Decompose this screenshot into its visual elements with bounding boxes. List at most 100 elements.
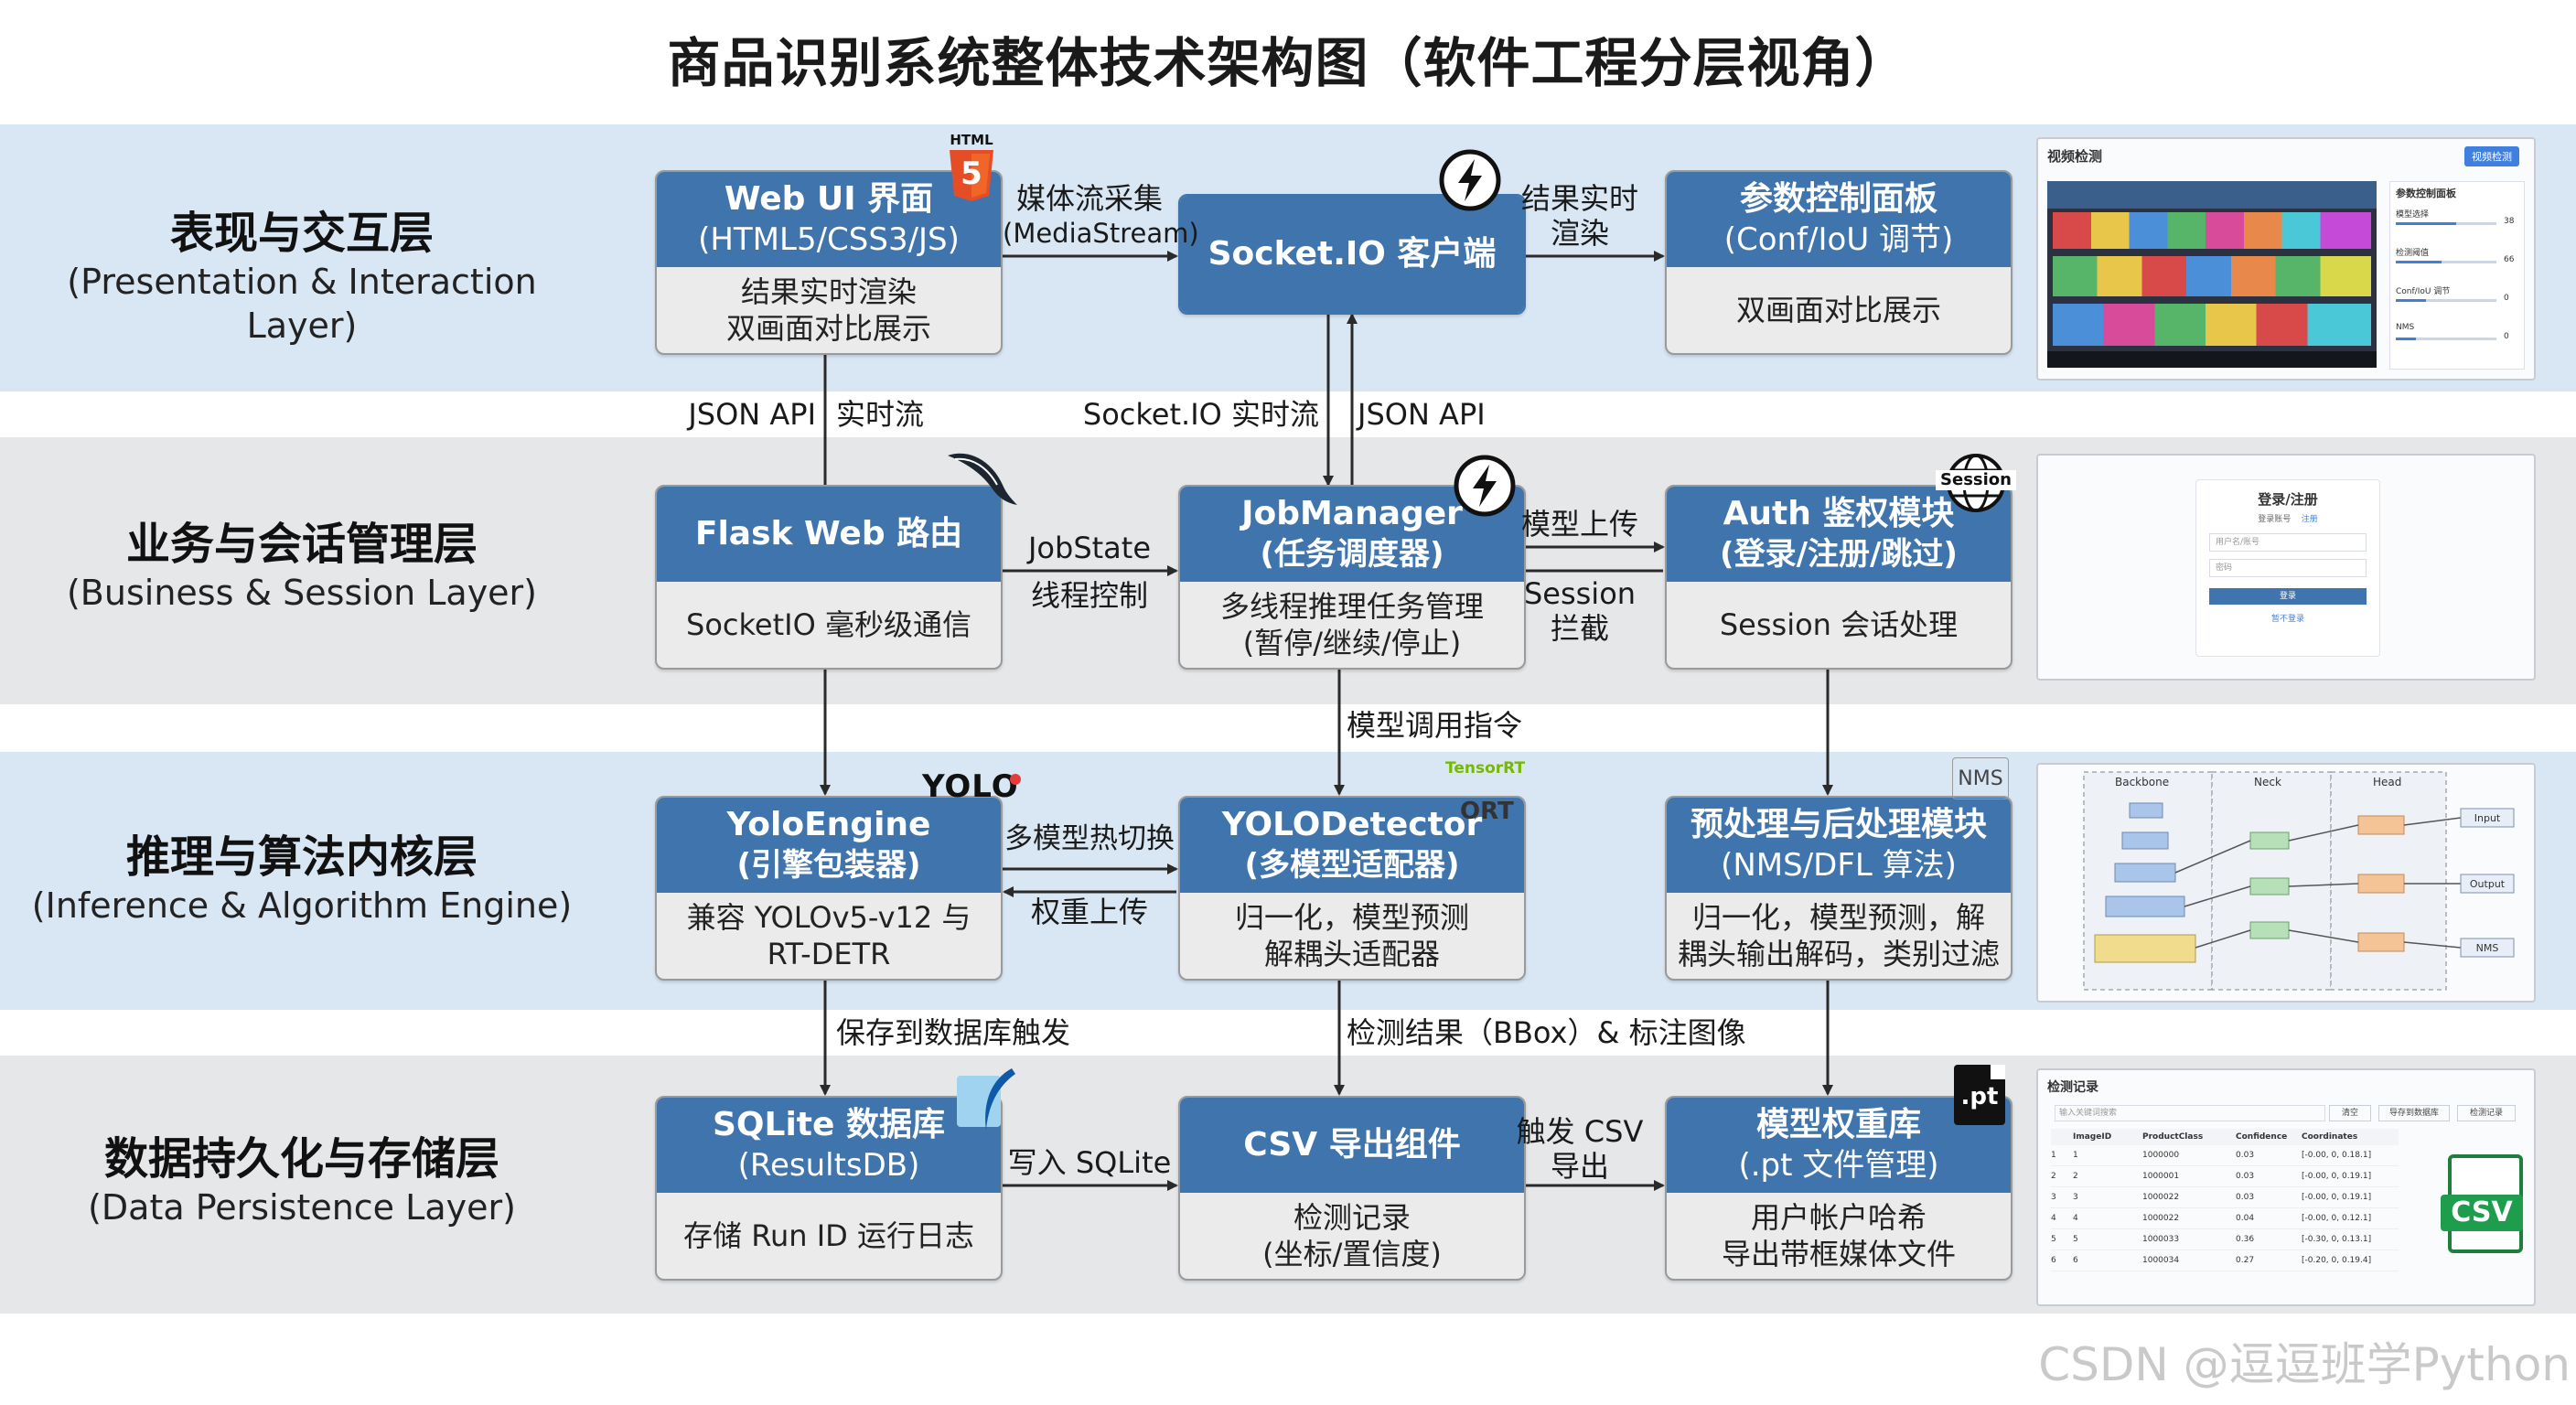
video-detect-button[interactable]: 视频检测	[2464, 146, 2519, 166]
block-blue	[2121, 831, 2169, 850]
tensorrt-logo: TensorRT	[1445, 759, 1526, 778]
box-body-line: 结果实时渲染	[740, 274, 917, 309]
table-cell: [-0.00, 0, 0.19.1]	[2302, 1172, 2372, 1181]
edge-label-line: 导出	[1550, 1149, 1609, 1184]
table-cell: 0.27	[2236, 1256, 2255, 1265]
edge-label-model-call: 模型调用指令	[1347, 708, 1523, 743]
ort-logo: ORT	[1460, 798, 1514, 825]
box-title: SQLite 数据库	[713, 1106, 945, 1143]
param-value: 38	[2504, 217, 2515, 226]
table-cell: 0.36	[2236, 1235, 2255, 1244]
edge-label-render: 结果实时 渲染	[1497, 181, 1663, 251]
html5-icon-label: HTML	[950, 132, 993, 148]
records-save-db-button[interactable]: 导存到数据库	[2378, 1105, 2450, 1121]
block-blue	[2114, 863, 2176, 883]
video-controls[interactable]	[2047, 351, 2377, 368]
box-subtitle: (HTML5/CSS3/JS)	[698, 221, 960, 258]
table-cell: 2	[2051, 1172, 2056, 1181]
login-tabs: 登录账号 注册	[2196, 512, 2379, 524]
box-sqlite: SQLite 数据库 (ResultsDB) 存储 Run ID 运行日志	[655, 1096, 1003, 1281]
layer-label-persistence: 数据持久化与存储层 (Data Persistence Layer)	[18, 1132, 585, 1229]
edge-label-line: Session	[1523, 576, 1637, 611]
nms-icon-label: NMS	[1958, 767, 2003, 790]
table-cell: 0.03	[2236, 1151, 2255, 1160]
param-slider[interactable]	[2396, 299, 2496, 302]
box-title: YOLODetector	[1221, 806, 1483, 843]
diagram-title: 商品识别系统整体技术架构图（软件工程分层视角）	[667, 32, 1909, 94]
layer-name-zh: 业务与会话管理层	[125, 519, 478, 570]
shelf-top	[2047, 181, 2377, 209]
edge-label-model-upload: 模型上传	[1520, 507, 1638, 542]
records-search-input[interactable]: 输入关键词搜索	[2055, 1105, 2325, 1121]
records-history-button[interactable]: 检测记录	[2457, 1105, 2516, 1121]
box-title: YoloEngine	[726, 806, 931, 843]
box-body-line: 存储 Run ID 运行日志	[683, 1218, 974, 1253]
block-green	[2249, 831, 2290, 850]
column-header: ProductClass	[2142, 1132, 2204, 1142]
column-header: Coordinates	[2302, 1132, 2358, 1142]
box-csv-export: CSV 导出组件 检测记录 (坐标/置信度)	[1178, 1096, 1526, 1281]
edge-label-line: 结果实时	[1520, 181, 1638, 216]
table-cell: 4	[2051, 1214, 2056, 1223]
table-cell: 1000033	[2142, 1235, 2180, 1244]
box-body-line: 兼容 YOLOv5-v12 与	[686, 900, 971, 935]
table-cell: [-0.30, 0, 0.13.1]	[2302, 1235, 2372, 1244]
block-yellow	[2094, 934, 2196, 963]
backbone-label: Backbone	[2115, 776, 2170, 788]
edge-label-jobstate: JobState	[1027, 531, 1152, 565]
csv-file-icon: CSV	[2441, 1154, 2523, 1253]
edge-label-save-trigger: 保存到数据库触发	[836, 1015, 1071, 1050]
table-cell: 0.03	[2236, 1193, 2255, 1202]
output-tag-input	[2460, 808, 2515, 828]
table-cell: 1000000	[2142, 1151, 2180, 1160]
box-body-line: 检测记录	[1293, 1200, 1411, 1235]
table-cell: 1	[2073, 1151, 2078, 1160]
edge-label-csv-export: 触发 CSV 导出	[1497, 1114, 1663, 1184]
box-body-line: RT-DETR	[767, 937, 891, 971]
register-tab[interactable]: 注册	[2301, 515, 2318, 524]
table-cell: 1	[2051, 1151, 2056, 1160]
box-title: JobManager	[1241, 495, 1463, 532]
edge-label-socketio-realtime: Socket.IO 实时流	[1082, 397, 1319, 432]
table-cell: 5	[2073, 1235, 2078, 1244]
edge-label-line: 媒体流采集	[1015, 181, 1163, 216]
csv-badge-label: CSV	[2441, 1195, 2523, 1231]
param-slider[interactable]	[2396, 222, 2496, 225]
html5-icon-number: 5	[961, 156, 982, 192]
param-value: 0	[2504, 294, 2509, 303]
thumbnail-detection-records: 检测记录 输入关键词搜索 清空 导存到数据库 检测记录 ImageID Prod…	[2036, 1068, 2536, 1306]
param-value: 66	[2504, 255, 2515, 264]
block-green	[2249, 877, 2290, 896]
layer-name-en: (Presentation & Interaction Layer)	[67, 262, 537, 346]
login-tab[interactable]: 登录账号	[2258, 515, 2292, 524]
box-title: 参数控制面板	[1739, 180, 1937, 218]
edge-label-write-sqlite: 写入 SQLite	[1007, 1145, 1172, 1180]
table-cell: 4	[2073, 1214, 2078, 1223]
login-button[interactable]: 登录	[2209, 588, 2367, 605]
password-field[interactable]: 密码	[2209, 559, 2367, 577]
flask-horn-icon	[948, 453, 1017, 505]
layer-name-zh: 推理与算法内核层	[125, 831, 478, 883]
edge-label-line: 触发 CSV	[1516, 1114, 1644, 1149]
param-slider[interactable]	[2396, 261, 2496, 263]
records-clear-button[interactable]: 清空	[2329, 1105, 2371, 1121]
box-title: Auth 鉴权模块	[1723, 495, 1955, 532]
param-slider[interactable]	[2396, 338, 2496, 340]
username-field[interactable]: 用户名/账号	[2209, 533, 2367, 552]
shelf-row	[2053, 304, 2371, 346]
table-cell: 1000022	[2142, 1193, 2180, 1202]
table-cell: [-0.00, 0, 0.19.1]	[2302, 1193, 2372, 1202]
skip-login-link[interactable]: 暂不登录	[2270, 615, 2304, 624]
head-label: Head	[2373, 776, 2402, 788]
box-title: Socket.IO 客户端	[1208, 235, 1497, 273]
records-title: 检测记录	[2047, 1080, 2098, 1095]
box-params: 参数控制面板 (Conf/IoU 调节) 双画面对比展示	[1665, 170, 2012, 355]
